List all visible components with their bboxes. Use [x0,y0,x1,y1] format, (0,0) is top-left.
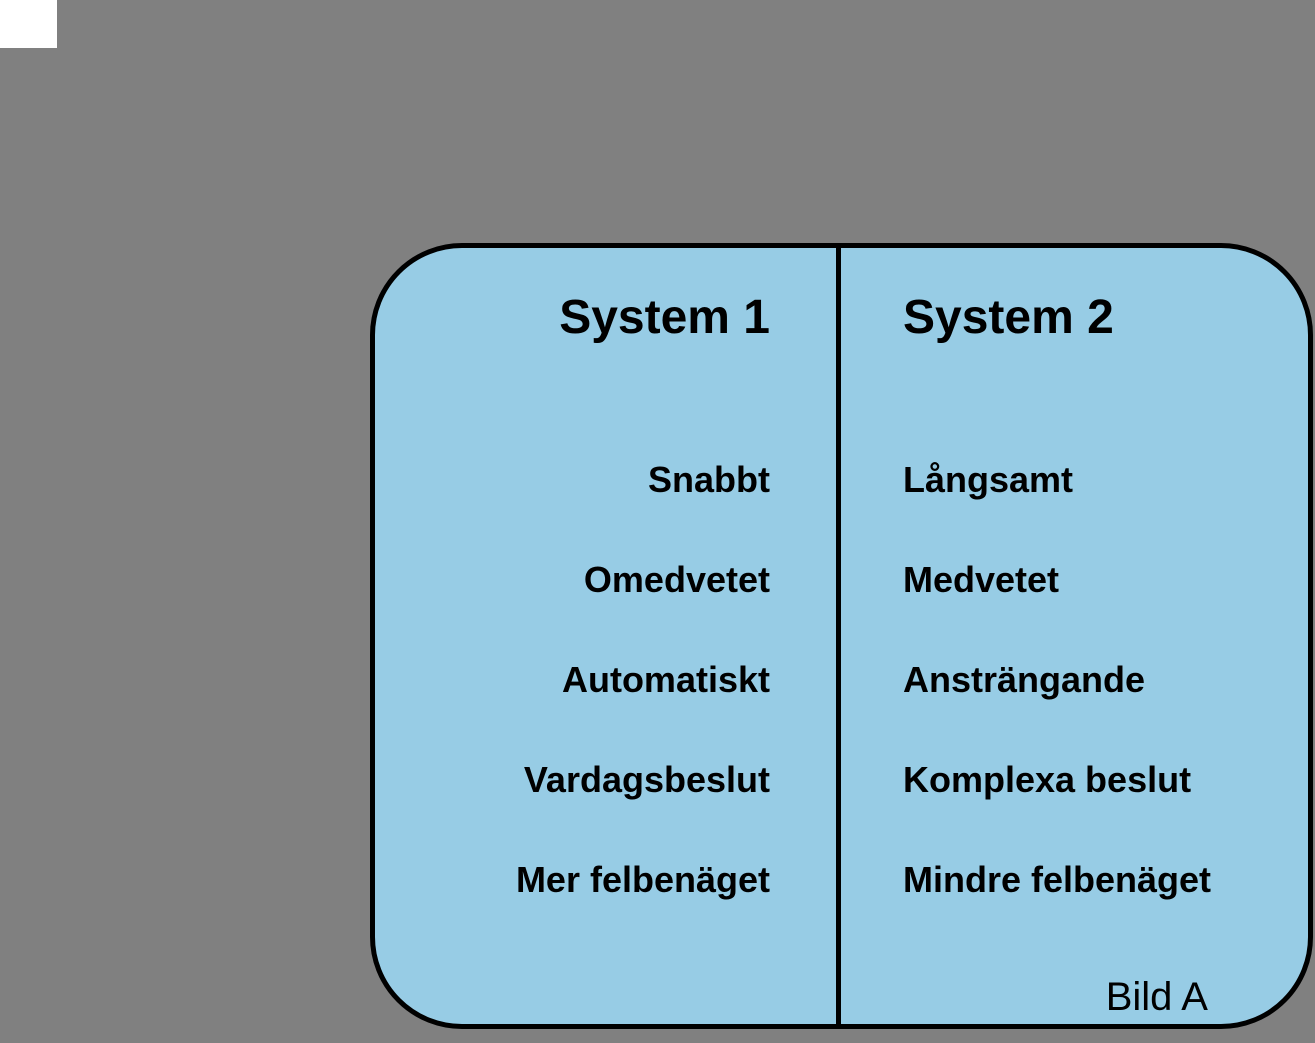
column-title-system-1: System 1 [559,291,770,344]
list-item: Mer felbenäget [515,859,770,900]
list-item: Mindre felbenäget [903,859,1212,900]
list-item: Långsamt [903,459,1074,500]
list-item: Automatiskt [561,659,770,700]
system-1-item-list: Snabbt Omedvetet Automatiskt Vardagsbesl… [375,458,770,902]
list-item: Komplexa beslut [903,759,1192,800]
list-item: Medvetet [903,559,1060,600]
system-2-item-list: Långsamt Medvetet Ansträngande Komplexa … [903,458,1308,902]
white-corner-block [0,0,57,48]
figure-caption: Bild A [1105,975,1208,1019]
comparison-panel: System 1 Snabbt Omedvetet Automatiskt Va… [370,243,1313,1029]
column-divider [836,248,841,1024]
list-item: Omedvetet [583,559,770,600]
list-item: Ansträngande [903,659,1146,700]
column-system-2: System 2 Långsamt Medvetet Ansträngande … [841,248,1308,1024]
column-title-system-2: System 2 [903,291,1114,344]
list-item: Snabbt [648,459,770,500]
list-item: Vardagsbeslut [523,759,770,800]
column-system-1: System 1 Snabbt Omedvetet Automatiskt Va… [375,248,836,1024]
